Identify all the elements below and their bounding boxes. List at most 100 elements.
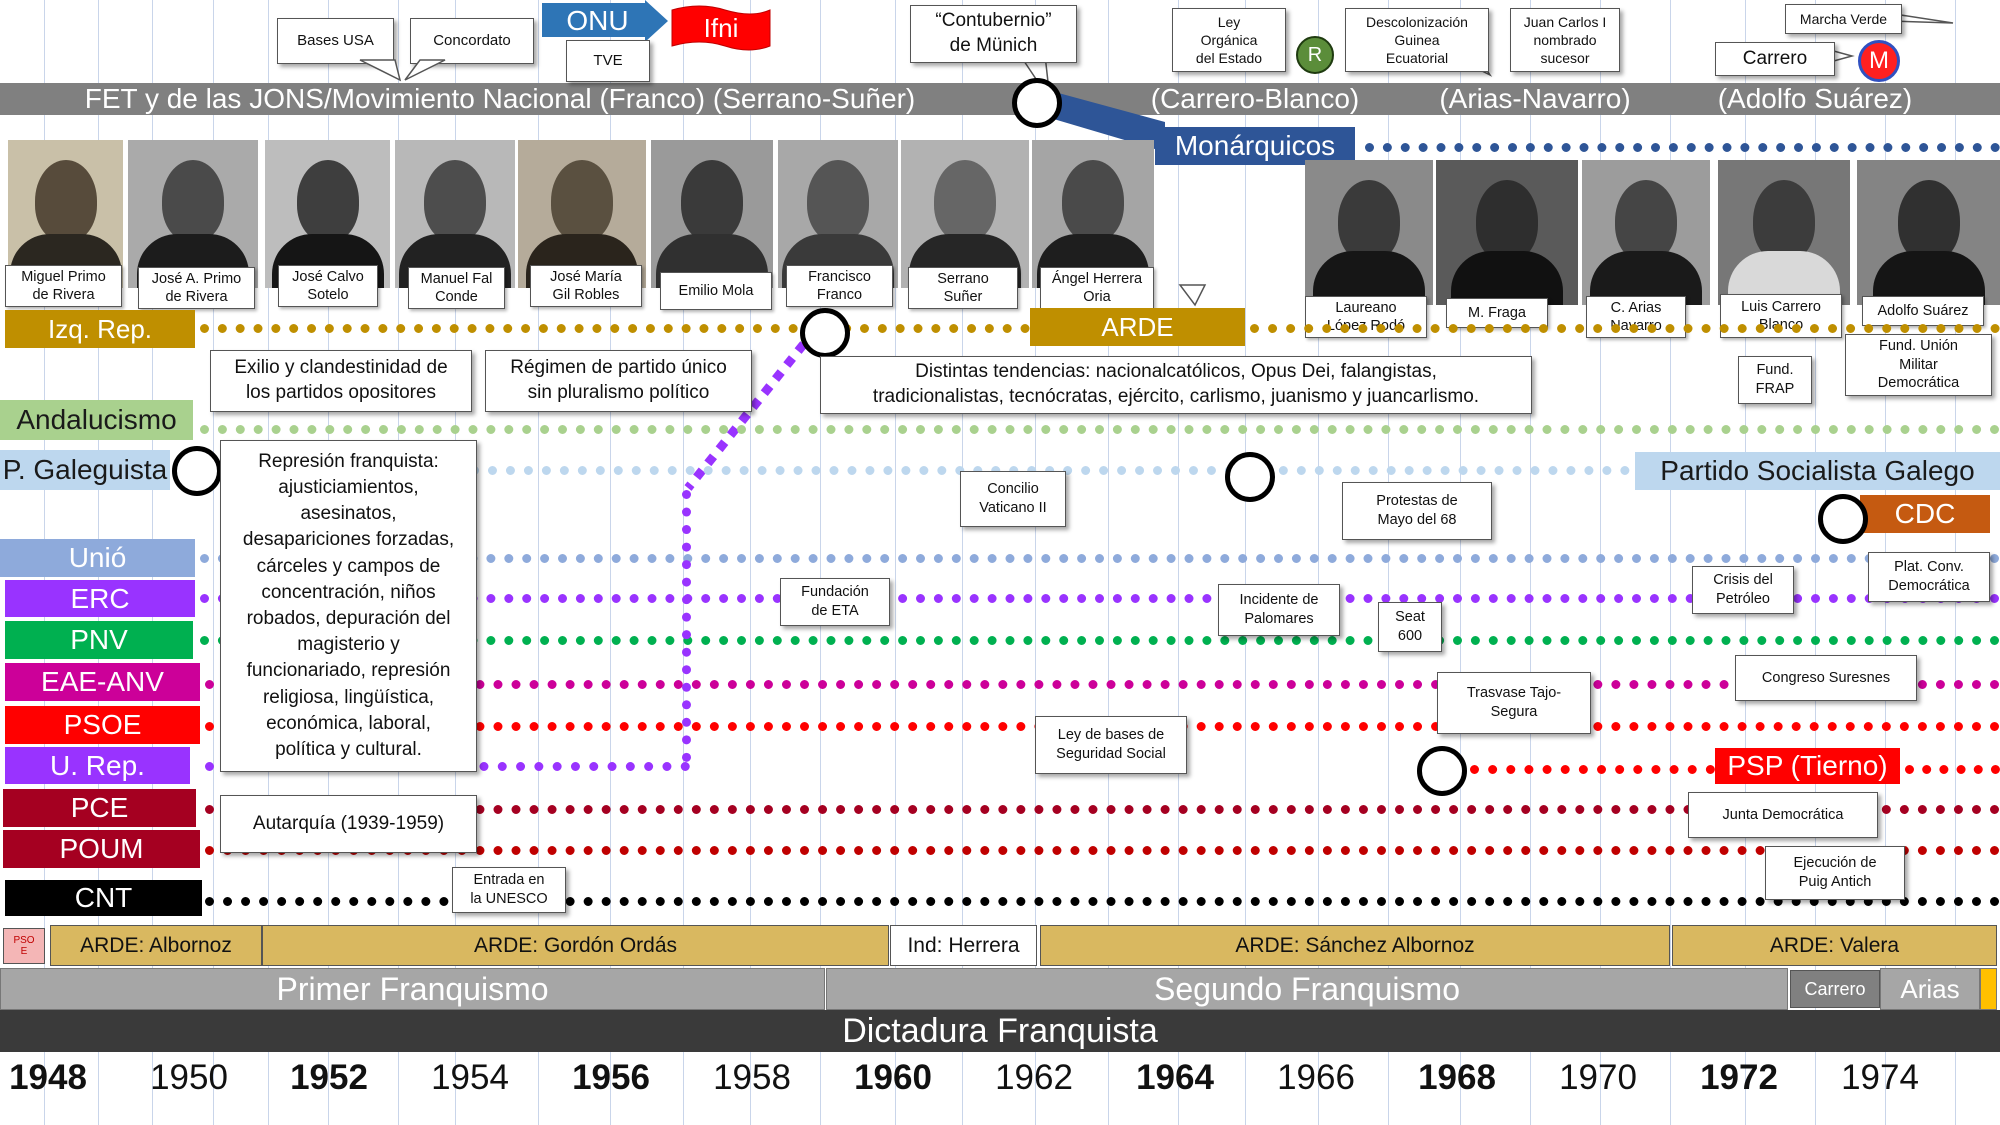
- photo-fal-conde: [395, 140, 515, 288]
- party-arde: ARDE: [1030, 308, 1245, 346]
- m-badge: M: [1858, 40, 1900, 82]
- note-eta: Fundación de ETA: [780, 578, 890, 626]
- year-label: 1956: [572, 1058, 650, 1097]
- note-exilio: Exilio y clandestinidad de los partidos …: [210, 350, 472, 412]
- note-autarquia: Autarquía (1939-1959): [220, 795, 477, 853]
- year-label: 1960: [854, 1058, 932, 1097]
- u-rep-vertical-line: [682, 490, 691, 762]
- ind-herrera: Ind: Herrera: [890, 925, 1037, 966]
- period-suarez-marker: [1980, 968, 1997, 1010]
- note-seat: Seat 600: [1378, 602, 1442, 652]
- galeguista-circle: [172, 446, 222, 496]
- caption-calvo-sotelo: José Calvo Sotelo: [278, 265, 378, 307]
- year-label: 1958: [713, 1058, 791, 1097]
- galeguista-circle-2: [1225, 452, 1275, 502]
- cdc-circle: [1818, 494, 1868, 544]
- r-badge: R: [1296, 36, 1334, 74]
- party-u-rep: U. Rep.: [5, 747, 190, 784]
- caption-serrano-suner: Serrano Suñer: [908, 267, 1018, 309]
- caption-angel-herrera: Ángel Herrera Oria: [1040, 267, 1154, 309]
- party-eae-anv: EAE-ANV: [5, 663, 200, 701]
- note-regimen: Régimen de partido único sin pluralismo …: [485, 350, 752, 412]
- note-represion: Represión franquista: ajusticiamientos, …: [220, 440, 477, 772]
- note-platconv: Plat. Conv. Democrática: [1868, 552, 1990, 602]
- caption-fal-conde: Manuel Fal Conde: [408, 267, 505, 309]
- party-unio: Unió: [0, 539, 195, 577]
- note-frap: Fund. FRAP: [1738, 356, 1812, 404]
- contubernio-circle: [1012, 78, 1062, 128]
- caption-francisco-franco: Francisco Franco: [786, 265, 893, 307]
- photo-emilio-mola: [651, 140, 773, 288]
- period-carrero: Carrero: [1790, 970, 1880, 1008]
- period-arias: Arias: [1880, 968, 1980, 1010]
- photo-fraga: [1436, 160, 1578, 305]
- photo-lopez-rodo: [1305, 160, 1433, 305]
- movimiento-title: FET y de las JONS/Movimiento Nacional (F…: [84, 83, 916, 114]
- note-junta: Junta Democrática: [1688, 792, 1878, 838]
- note-puig: Ejecución de Puig Antich: [1765, 846, 1905, 900]
- marcha-verde-box: Marcha Verde: [1785, 4, 1902, 34]
- carrero-top-box: Carrero: [1715, 42, 1835, 76]
- photo-calvo-sotelo: [265, 140, 390, 288]
- caption-miguel-primo: Miguel Primo de Rivera: [5, 265, 122, 307]
- caption-gil-robles: José María Gil Robles: [530, 265, 642, 307]
- party-izq-rep: Izq. Rep.: [5, 310, 195, 348]
- year-label: 1966: [1277, 1058, 1355, 1097]
- movimiento-bar: [0, 83, 2000, 115]
- concordato-box: Concordato: [410, 18, 534, 64]
- period-primer-franquismo: Primer Franquismo: [0, 968, 825, 1010]
- pnv-line: [200, 636, 2000, 645]
- photo-adolfo-suarez: [1857, 160, 2000, 305]
- andalucismo-line: [200, 425, 2000, 434]
- note-tendencias: Distintas tendencias: nacionalcatólicos,…: [820, 356, 1532, 414]
- contubernio-box: “Contubernio” de Münich: [910, 5, 1077, 63]
- year-label: 1948: [9, 1058, 87, 1097]
- party-poum: POUM: [3, 830, 200, 868]
- eae-line: [205, 680, 2000, 689]
- izq-rep-line: [200, 324, 1030, 333]
- caption-emilio-mola: Emilio Mola: [660, 272, 772, 310]
- ley-organica-box: Ley Orgánica del Estado: [1172, 8, 1286, 72]
- photo-jose-a-primo: [128, 140, 258, 288]
- onu-label: ONU: [566, 5, 629, 36]
- caption-fraga: M. Fraga: [1446, 298, 1548, 328]
- party-erc: ERC: [5, 580, 195, 617]
- party-cdc: CDC: [1860, 495, 1990, 533]
- year-label: 1962: [995, 1058, 1073, 1097]
- bases-usa-box: Bases USA: [277, 18, 394, 64]
- ifni-label: Ifni: [703, 12, 739, 43]
- arde-psoe-small: PSO E: [3, 928, 45, 964]
- year-label: 1968: [1418, 1058, 1496, 1097]
- monarquicos-bar: Monárquicos: [1155, 127, 1355, 165]
- party-psoe: PSOE: [5, 706, 200, 744]
- year-label: 1974: [1841, 1058, 1919, 1097]
- photo-carrero-blanco: [1718, 160, 1850, 305]
- cnt-line: [205, 897, 2000, 906]
- note-concilio: Concilio Vaticano II: [960, 471, 1066, 527]
- psp-line-end: [1905, 765, 2000, 774]
- party-pce: PCE: [3, 789, 196, 827]
- monarquicos-line: [1365, 143, 2000, 152]
- note-suresnes: Congreso Suresnes: [1735, 655, 1917, 701]
- poum-line: [205, 846, 2000, 855]
- year-label: 1972: [1700, 1058, 1778, 1097]
- caption-adolfo-suarez: Adolfo Suárez: [1862, 296, 1984, 326]
- year-label: 1950: [150, 1058, 228, 1097]
- dictadura-bar: Dictadura Franquista: [0, 1010, 2000, 1052]
- year-label: 1952: [290, 1058, 368, 1097]
- photo-arias-navarro: [1582, 160, 1710, 305]
- arde-albornoz: ARDE: Albornoz: [50, 925, 262, 966]
- arde-valera: ARDE: Valera: [1672, 925, 1997, 966]
- year-label: 1964: [1136, 1058, 1214, 1097]
- tve-box: TVE: [566, 40, 650, 82]
- note-palomares: Incidente de Palomares: [1218, 584, 1340, 636]
- galeguista-line: [470, 466, 1630, 475]
- psp-line: [1470, 765, 1715, 774]
- photo-angel-herrera: [1032, 140, 1154, 288]
- party-andalucismo: Andalucismo: [0, 400, 193, 440]
- arde-sanchez: ARDE: Sánchez Albornoz: [1040, 925, 1670, 966]
- juan-carlos-box: Juan Carlos I nombrado sucesor: [1510, 8, 1620, 72]
